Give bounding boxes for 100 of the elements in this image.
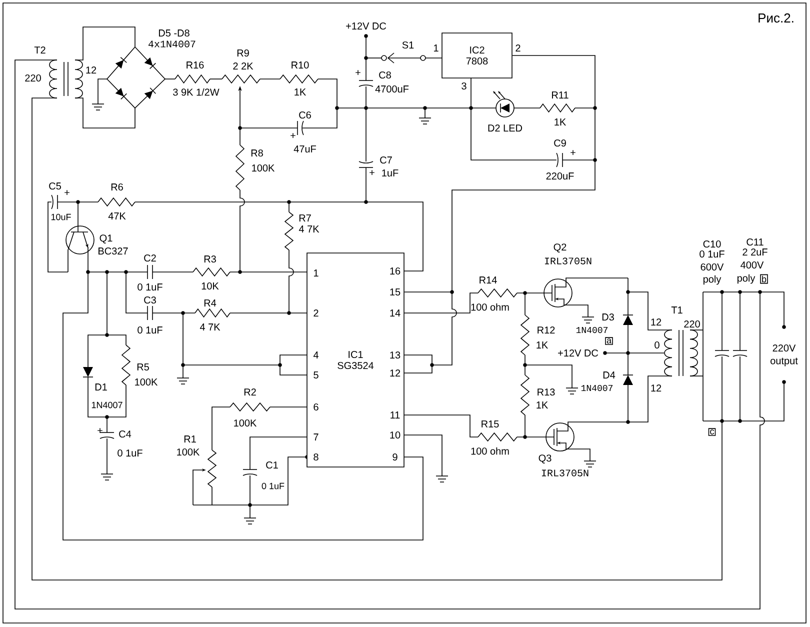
ic-box: IC2 7808 [442, 32, 512, 78]
component-value: 600V [700, 263, 724, 271]
pin-number: 7 [314, 434, 318, 440]
component-value: IRL3705N [545, 258, 592, 264]
component-label: R7 [299, 214, 311, 222]
polarity-mark: + [570, 150, 576, 155]
component-value: 1K [536, 342, 548, 348]
component-label: R15 [482, 420, 499, 428]
component-value: 2 2uF [742, 248, 768, 256]
component-label: C7 [380, 156, 392, 164]
component-value: 1K [554, 118, 566, 126]
winding-label: 12 [651, 384, 662, 392]
component-label: R2 [244, 388, 256, 396]
component-value: 100K [234, 419, 257, 427]
component-value: BC327 [98, 247, 128, 255]
pin-number: 16 [390, 267, 400, 275]
pin-number: 9 [392, 453, 398, 461]
figure-title: Рис.2. [758, 13, 794, 23]
component-label: C3 [144, 296, 156, 304]
component-label: R5 [137, 364, 149, 370]
pin-number: 3 [462, 82, 466, 90]
component-value: 10K [202, 282, 219, 290]
component-label: C11 [746, 238, 764, 246]
component-value: 10uF [51, 214, 71, 220]
pin-number: 6 [314, 403, 318, 411]
component-value: 100K [252, 164, 275, 172]
component-label: R10 [292, 61, 309, 69]
component-value: 47uF [294, 146, 316, 152]
component-label: C8 [379, 71, 391, 79]
component-label: R9 [237, 49, 249, 57]
output-label: 220V [772, 344, 796, 352]
component-label: Q2 [554, 244, 566, 252]
component-label: S1 [402, 41, 414, 49]
polarity-mark: + [356, 70, 360, 75]
component-label: T1 [671, 306, 682, 314]
component-value: 1N4007 [581, 384, 612, 392]
component-value: 1N4007 [92, 402, 122, 408]
winding-label: 0 [654, 341, 660, 349]
component-value: 0 1uF [138, 283, 162, 291]
component-label: R13 [538, 388, 555, 396]
component-value: poly [703, 275, 722, 285]
component-value: 0 1uF [138, 326, 162, 334]
component-label: C2 [144, 254, 156, 262]
polarity-mark: + [64, 190, 70, 195]
component-label: C1 [266, 461, 278, 469]
component-value: 2 2K [233, 62, 254, 70]
component-label: R6 [111, 183, 123, 191]
pin-number: 4 [313, 352, 318, 358]
component-value: 220uF [546, 172, 574, 180]
component-label: R8 [251, 149, 263, 157]
pin-number: 8 [314, 453, 318, 461]
component-label: Q1 [100, 234, 112, 244]
component-value: 4 7K [298, 226, 320, 232]
pin-number: 5 [314, 372, 318, 378]
component-value: 1K [536, 402, 548, 408]
component-label: R4 [204, 300, 216, 306]
component-label: R16 [186, 61, 204, 69]
winding-label: 12 [86, 66, 96, 74]
component-label: C6 [299, 111, 311, 119]
pin-number: 11 [390, 412, 400, 418]
component-value: 400V [740, 261, 764, 269]
component-value: 1K [294, 88, 306, 96]
polarity-mark: + [370, 170, 374, 175]
component-label: D1 [95, 384, 107, 390]
pin-number: 1 [434, 44, 438, 52]
component-label: C4 [119, 430, 132, 438]
component-value: 0 1uF [700, 250, 724, 258]
polarity-mark: + [290, 133, 296, 138]
output-label: output [770, 358, 798, 366]
component-value: 100 ohm [471, 303, 509, 311]
voltage-label: +12V DC [346, 22, 386, 30]
component-label: R1 [184, 436, 196, 442]
pin-number: 12 [390, 370, 400, 376]
component-label: D5 -D8 [158, 29, 190, 37]
component-value: IRL3705N [542, 470, 588, 476]
component-label: Q3 [538, 454, 552, 464]
component-label: R11 [552, 92, 568, 98]
pin-number: 2 [314, 310, 318, 316]
winding-label: 220 [684, 320, 700, 328]
component-label: D2 LED [488, 124, 522, 132]
wire [404, 55, 596, 292]
winding-label: 12 [651, 318, 662, 326]
component-value: 1uF [382, 170, 398, 176]
voltage-label: +12V DC [558, 349, 598, 357]
component-value: poly [737, 274, 756, 284]
component-value: 4 7K [200, 324, 220, 330]
component-value: 0 1uF [118, 449, 142, 457]
component-value: 100K [177, 448, 200, 456]
component-value: 4700uF [375, 85, 409, 93]
pin-number: 15 [390, 288, 400, 296]
pin-number: 1 [314, 270, 318, 276]
pin-number: 13 [390, 351, 400, 359]
polarity-mark: + [98, 428, 102, 434]
component-label: R3 [204, 255, 216, 263]
component-label: R12 [538, 326, 555, 334]
component-label: R14 [480, 276, 497, 284]
component-value: 3 9K 1/2W [173, 88, 220, 96]
component-value: 100 ohm [471, 447, 509, 455]
component-value: 100K [135, 378, 158, 386]
pin-number: 14 [390, 310, 400, 316]
